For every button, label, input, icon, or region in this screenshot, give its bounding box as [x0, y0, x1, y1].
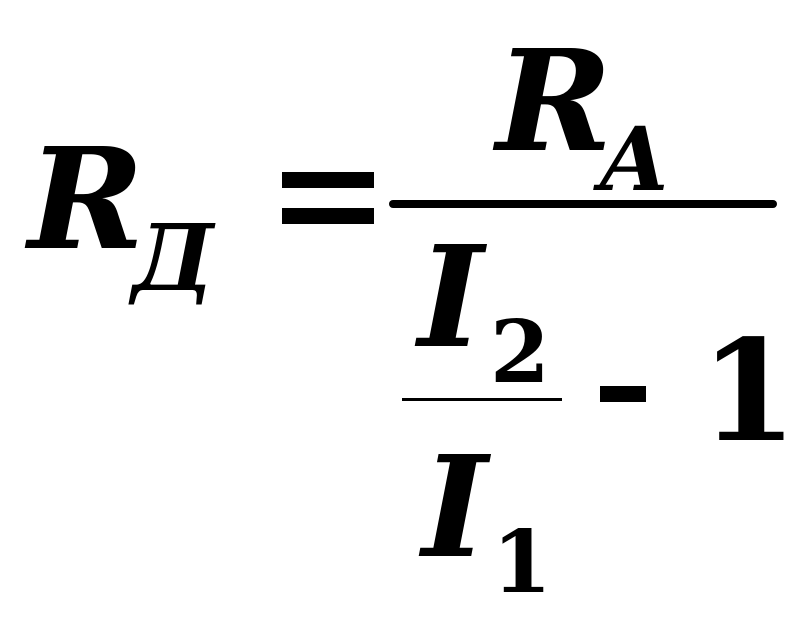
main-fraction-bar — [389, 200, 777, 208]
lhs-symbol: R — [28, 118, 145, 282]
constant-one: 1 — [700, 310, 798, 474]
numerator-subscript: A — [600, 107, 669, 211]
lhs-subscript: Д — [132, 204, 214, 312]
inner-denominator-subscript: 1 — [492, 512, 552, 613]
inner-numerator-symbol: I — [418, 216, 484, 380]
inner-denominator-symbol: I — [422, 426, 488, 590]
minus-sign — [600, 386, 646, 402]
numerator-symbol: R — [496, 20, 613, 184]
inner-fraction-bar — [402, 398, 562, 401]
equals-bar-top — [282, 172, 374, 188]
equals-bar-bottom — [282, 208, 374, 224]
inner-numerator-subscript: 2 — [490, 302, 550, 403]
